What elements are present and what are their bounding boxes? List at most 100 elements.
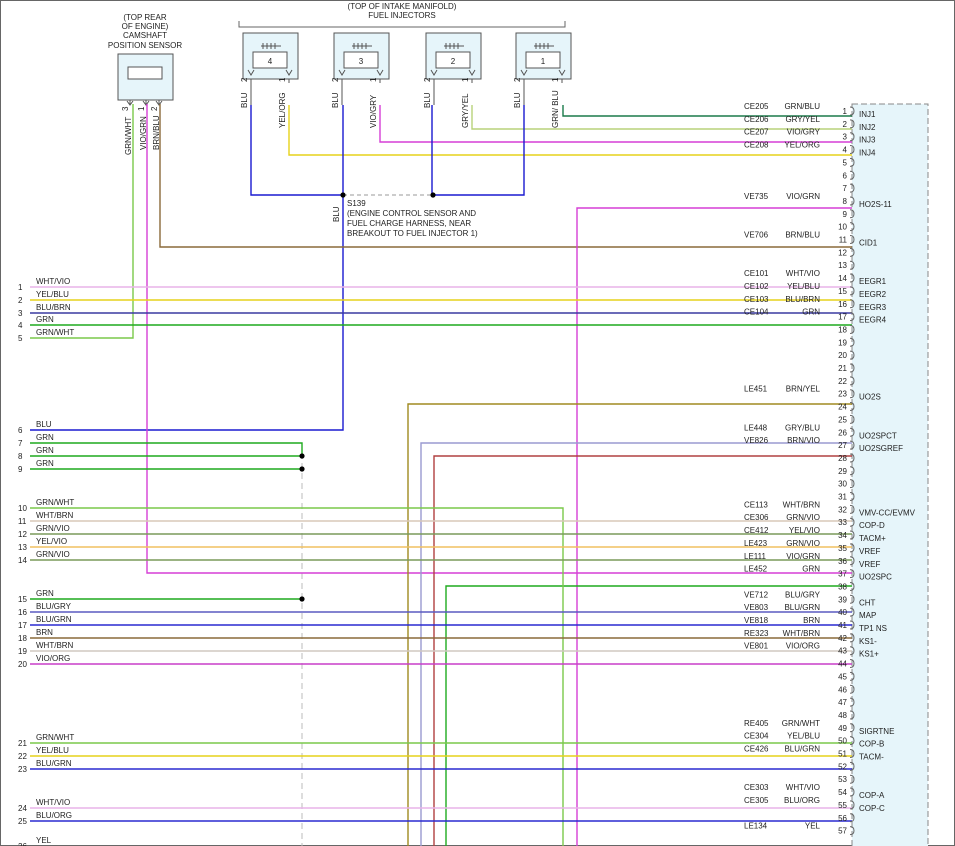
- pcm-signal-label-51: TACM-: [859, 753, 884, 762]
- pcm-signal-label-4: INJ4: [859, 149, 876, 158]
- left-wire-number-5: 5: [18, 334, 23, 343]
- pcm-circuit-id-14: CE101: [744, 269, 769, 278]
- pcm-pin-number-6: 6: [843, 171, 848, 180]
- pcm-signal-label-26: UO2SPCT: [859, 431, 897, 440]
- injector-pin-a-icon-4: [247, 69, 255, 105]
- injector-coil-icon-2: [444, 43, 464, 49]
- left-wire-number-4: 4: [18, 321, 23, 330]
- pcm-pin-number-35: 35: [838, 544, 847, 553]
- left-wire-color-10: GRN/WHT: [36, 498, 74, 507]
- pcm-circuit-id-11: VE706: [744, 231, 769, 240]
- left-wire-number-1: 1: [18, 283, 23, 292]
- pcm-pin-number-54: 54: [838, 788, 847, 797]
- pcm-pin-receptacle-icon-38: [849, 581, 855, 591]
- pcm-signal-label-34: TACM+: [859, 534, 886, 543]
- pcm-pin-receptacle-icon-44: [849, 659, 855, 669]
- pcm-pin-number-19: 19: [838, 338, 847, 347]
- cam-pin-3-number: 3: [121, 106, 130, 111]
- pcm-wire-color-27: BRN/VIO: [787, 436, 820, 445]
- pcm-pin-number-37: 37: [838, 570, 847, 579]
- pcm-wire-color-51: BLU/GRN: [784, 745, 820, 754]
- pcm-pin-number-48: 48: [838, 711, 847, 720]
- left-wire-number-3: 3: [18, 309, 23, 318]
- pcm-pin-receptacle-icon-13: [849, 260, 855, 270]
- injector-number-3: 3: [359, 57, 364, 66]
- splice-desc-line1: (ENGINE CONTROL SENSOR AND: [347, 209, 476, 218]
- pcm-pin-receptacle-icon-30: [849, 479, 855, 489]
- left-wire-number-25: 25: [18, 817, 27, 826]
- pcm-circuit-id-8: VE735: [744, 192, 769, 201]
- pcm-pin-receptacle-icon-24: [849, 402, 855, 412]
- pcm-pin-number-16: 16: [838, 300, 847, 309]
- pcm-circuit-id-2: CE206: [744, 115, 769, 124]
- injector-connector-2: 2: [425, 32, 482, 105]
- pcm-wire-color-33: GRN/VIO: [786, 513, 820, 522]
- left-wire-color-11: WHT/BRN: [36, 511, 74, 520]
- left-wire-number-16: 16: [18, 608, 27, 617]
- pcm-pin-receptacle-icon-9: [849, 209, 855, 219]
- injector-wire-a-label-4: BLU: [240, 92, 249, 108]
- cam-sensor-label-line4: POSITION SENSOR: [108, 41, 182, 50]
- left-wire-color-9: GRN: [36, 459, 54, 468]
- pcm-pin-number-24: 24: [838, 403, 847, 412]
- wire-uo2spc-grn: [445, 585, 852, 846]
- wire-cam-vio-grn: [146, 104, 852, 574]
- splice-dot-5: [299, 596, 305, 602]
- pcm-circuit-id-50: CE304: [744, 732, 769, 741]
- pcm-pin-receptacle-icon-37: [849, 569, 855, 579]
- left-wire-number-6: 6: [18, 426, 23, 435]
- splice-dot-3: [299, 453, 305, 459]
- pcm-signal-label-11: CID1: [859, 239, 878, 248]
- pcm-pin-receptacle-icon-21: [849, 363, 855, 373]
- left-wire-number-10: 10: [18, 504, 27, 513]
- pcm-pin-number-20: 20: [838, 351, 847, 360]
- injector-pin-b-number-2: 1: [461, 77, 470, 82]
- left-wire-color-5: GRN/WHT: [36, 328, 74, 337]
- left-wire-number-13: 13: [18, 543, 27, 552]
- pcm-pin-number-38: 38: [838, 582, 847, 591]
- pcm-wire-color-15: YEL/BLU: [787, 282, 820, 291]
- pcm-circuit-id-33: CE306: [744, 513, 769, 522]
- pcm-pin-receptacle-icon-14: [849, 273, 855, 283]
- pcm-pin-receptacle-icon-36: [849, 556, 855, 566]
- pcm-circuit-id-49: RE405: [744, 719, 769, 728]
- pcm-circuit-id-41: VE818: [744, 616, 769, 625]
- pcm-signal-label-40: MAP: [859, 611, 876, 620]
- pcm-pin-receptacle-icon-35: [849, 543, 855, 553]
- left-wire-color-16: BLU/GRY: [36, 602, 72, 611]
- wire-uo2sgref-brn-vio: [433, 455, 852, 846]
- injector-wire-a-label-2: BLU: [423, 92, 432, 108]
- pcm-signal-label-2: INJ2: [859, 123, 876, 132]
- pcm-circuit-id-1: CE205: [744, 102, 769, 111]
- splice-dot-1: [340, 192, 346, 198]
- left-wires-layer: 1WHT/VIO2YEL/BLU3BLU/BRN4GRN5GRN/WHT6BLU…: [18, 277, 74, 846]
- pcm-pin-number-14: 14: [838, 274, 847, 283]
- pcm-circuit-id-17: CE104: [744, 308, 769, 317]
- pcm-pin-receptacle-icon-10: [849, 222, 855, 232]
- pcm-pin-number-1: 1: [843, 107, 848, 116]
- wire-inj3-vio-gry: [379, 105, 852, 143]
- left-wire-number-2: 2: [18, 296, 23, 305]
- pcm-circuit-id-23: LE451: [744, 385, 768, 394]
- wire-cam-grn-wht: [30, 104, 134, 339]
- left-wire-number-8: 8: [18, 452, 23, 461]
- pcm-pin-receptacle-icon-25: [849, 414, 855, 424]
- pcm-pin-receptacle-icon-42: [849, 633, 855, 643]
- pcm-pin-number-17: 17: [838, 313, 847, 322]
- pcm-circuit-id-4: CE208: [744, 141, 769, 150]
- cam-sensor-label-line3: CAMSHAFT: [123, 31, 167, 40]
- cam-wire-grn-wht-label: GRN/WHT: [124, 117, 133, 155]
- pcm-circuit-id-42: RE323: [744, 629, 769, 638]
- wire-10-grn-wht: [30, 507, 564, 846]
- pcm-pin-receptacle-icon-47: [849, 697, 855, 707]
- pcm-pin-number-2: 2: [843, 120, 848, 129]
- injector-pin-b-icon-2: [468, 69, 476, 83]
- pcm-pin-number-49: 49: [838, 724, 847, 733]
- injector-window-3: [343, 51, 379, 69]
- injector-number-4: 4: [268, 57, 273, 66]
- pcm-signal-label-42: KS1-: [859, 637, 877, 646]
- pcm-circuit-id-55: CE305: [744, 796, 769, 805]
- pcm-pin-number-36: 36: [838, 557, 847, 566]
- pcm-pin-number-11: 11: [839, 236, 848, 245]
